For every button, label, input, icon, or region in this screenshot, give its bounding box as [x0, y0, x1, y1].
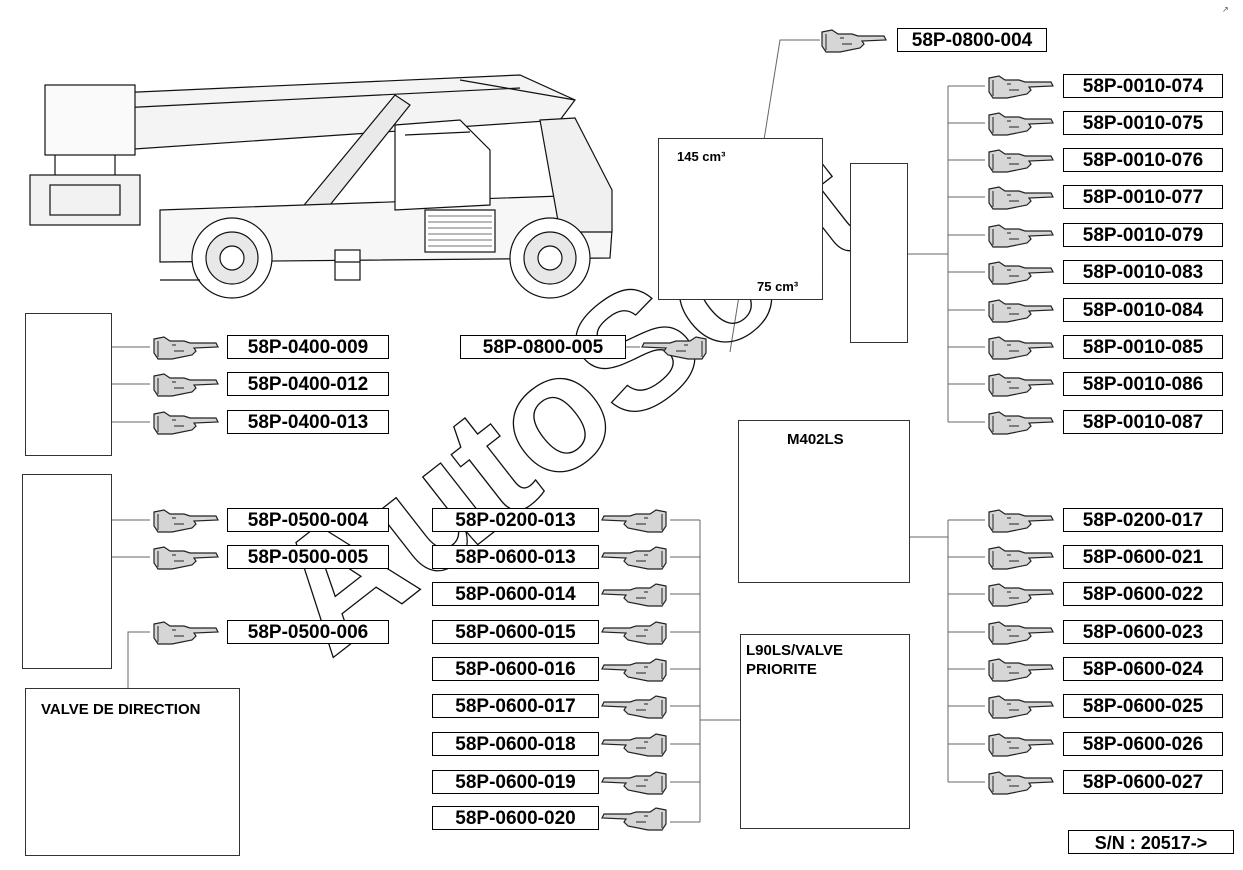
part-label-right-upper[interactable]: 58P-0010-077: [1063, 185, 1223, 209]
part-label-right-lower[interactable]: 58P-0600-026: [1063, 732, 1223, 756]
serial-number: S/N : 20517->: [1068, 830, 1234, 854]
part-label-middle[interactable]: 58P-0600-019: [432, 770, 599, 794]
pointing-hand-icon[interactable]: [985, 768, 1055, 796]
motor-box: 145 cm³ 75 cm³: [658, 138, 823, 300]
motor-volume-small: 75 cm³: [757, 279, 799, 294]
pointing-hand-icon[interactable]: [985, 692, 1055, 720]
l90ls-title: L90LS/VALVE PRIORITE: [746, 642, 843, 678]
pointing-hand-icon[interactable]: [985, 543, 1055, 571]
pointing-hand-icon[interactable]: [150, 408, 220, 436]
part-label-right-upper[interactable]: 58P-0010-083: [1063, 260, 1223, 284]
pointing-hand-icon[interactable]: [600, 730, 670, 758]
pointing-hand-icon[interactable]: [600, 768, 670, 796]
m402ls-box: M402LS: [738, 420, 910, 583]
accumulator-box: [22, 474, 112, 669]
pointing-hand-icon[interactable]: [640, 333, 710, 361]
pointing-hand-icon[interactable]: [600, 506, 670, 534]
pointing-hand-icon[interactable]: [985, 296, 1055, 324]
pointing-hand-icon[interactable]: [600, 618, 670, 646]
pointing-hand-icon[interactable]: [600, 543, 670, 571]
part-label-right-upper[interactable]: 58P-0010-074: [1063, 74, 1223, 98]
pointing-hand-icon[interactable]: [600, 580, 670, 608]
bolt-box: [850, 163, 908, 343]
part-label-middle[interactable]: 58P-0600-014: [432, 582, 599, 606]
part-label-filter[interactable]: 58P-0400-012: [227, 372, 389, 396]
part-label-filter[interactable]: 58P-0400-013: [227, 410, 389, 434]
part-label-middle[interactable]: 58P-0600-015: [432, 620, 599, 644]
pointing-hand-icon[interactable]: [150, 543, 220, 571]
pointing-hand-icon[interactable]: [818, 26, 888, 54]
part-label-right-lower[interactable]: 58P-0600-024: [1063, 657, 1223, 681]
pointing-hand-icon[interactable]: [985, 655, 1055, 683]
part-label-filter[interactable]: 58P-0400-009: [227, 335, 389, 359]
part-label-middle[interactable]: 58P-0200-013: [432, 508, 599, 532]
pointing-hand-icon[interactable]: [985, 408, 1055, 436]
pointing-hand-icon[interactable]: [985, 109, 1055, 137]
corner-mark: ↗: [1222, 5, 1229, 14]
part-label-right-lower[interactable]: 58P-0600-022: [1063, 582, 1223, 606]
pointing-hand-icon[interactable]: [600, 655, 670, 683]
pointing-hand-icon[interactable]: [985, 370, 1055, 398]
filter-box: [25, 313, 112, 456]
pointing-hand-icon[interactable]: [600, 692, 670, 720]
part-label-middle[interactable]: 58P-0600-017: [432, 694, 599, 718]
part-label-middle[interactable]: 58P-0600-013: [432, 545, 599, 569]
part-label-right-upper[interactable]: 58P-0010-075: [1063, 111, 1223, 135]
pointing-hand-icon[interactable]: [150, 506, 220, 534]
part-label-accumulator[interactable]: 58P-0500-006: [227, 620, 389, 644]
pointing-hand-icon[interactable]: [150, 618, 220, 646]
pointing-hand-icon[interactable]: [600, 804, 670, 832]
l90ls-box: L90LS/VALVE PRIORITE: [740, 634, 910, 829]
m402ls-title: M402LS: [787, 431, 844, 448]
steering-valve-box: VALVE DE DIRECTION: [25, 688, 240, 856]
part-label-accumulator[interactable]: 58P-0500-005: [227, 545, 389, 569]
part-label-motor[interactable]: 58P-0800-005: [460, 335, 626, 359]
part-label-right-upper[interactable]: 58P-0010-084: [1063, 298, 1223, 322]
part-label-right-upper[interactable]: 58P-0010-087: [1063, 410, 1223, 434]
part-label-right-upper[interactable]: 58P-0010-076: [1063, 148, 1223, 172]
pointing-hand-icon[interactable]: [150, 333, 220, 361]
pointing-hand-icon[interactable]: [985, 258, 1055, 286]
part-label-top[interactable]: 58P-0800-004: [897, 28, 1047, 52]
pointing-hand-icon[interactable]: [985, 506, 1055, 534]
pointing-hand-icon[interactable]: [150, 370, 220, 398]
connector-lines: [112, 39, 985, 823]
part-label-right-lower[interactable]: 58P-0600-021: [1063, 545, 1223, 569]
pointing-hand-icon[interactable]: [985, 730, 1055, 758]
part-label-middle[interactable]: 58P-0600-020: [432, 806, 599, 830]
pointing-hand-icon[interactable]: [985, 580, 1055, 608]
part-label-right-upper[interactable]: 58P-0010-079: [1063, 223, 1223, 247]
part-label-right-lower[interactable]: 58P-0600-023: [1063, 620, 1223, 644]
reach-stacker-illustration: [29, 74, 613, 299]
part-label-right-upper[interactable]: 58P-0010-085: [1063, 335, 1223, 359]
part-label-right-lower[interactable]: 58P-0600-025: [1063, 694, 1223, 718]
pointing-hand-icon[interactable]: [985, 183, 1055, 211]
pointing-hand-icon[interactable]: [985, 618, 1055, 646]
pointing-hand-icon[interactable]: [985, 221, 1055, 249]
part-label-middle[interactable]: 58P-0600-018: [432, 732, 599, 756]
steering-valve-title: VALVE DE DIRECTION: [41, 701, 201, 718]
part-label-right-upper[interactable]: 58P-0010-086: [1063, 372, 1223, 396]
part-label-right-lower[interactable]: 58P-0600-027: [1063, 770, 1223, 794]
pointing-hand-icon[interactable]: [985, 146, 1055, 174]
motor-volume-large: 145 cm³: [677, 149, 726, 164]
part-label-right-lower[interactable]: 58P-0200-017: [1063, 508, 1223, 532]
pointing-hand-icon[interactable]: [985, 72, 1055, 100]
part-label-middle[interactable]: 58P-0600-016: [432, 657, 599, 681]
part-label-accumulator[interactable]: 58P-0500-004: [227, 508, 389, 532]
pointing-hand-icon[interactable]: [985, 333, 1055, 361]
